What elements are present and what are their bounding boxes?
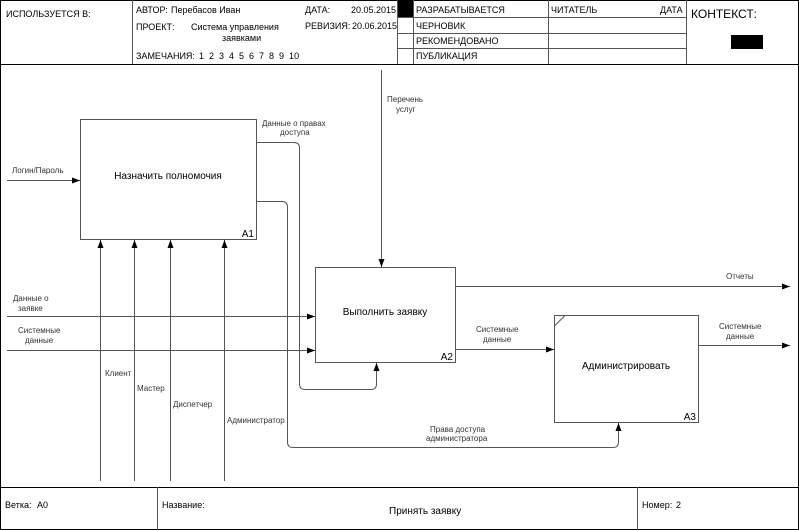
used-in-label: ИСПОЛЬЗУЕТСЯ В:	[6, 9, 91, 19]
status-marker	[398, 1, 413, 17]
arrow-access-data[interactable]	[256, 142, 380, 390]
project-value-line1: Система управления	[191, 22, 279, 32]
label-system-data-out-1: Системные	[719, 322, 762, 331]
block-a2[interactable]	[315, 267, 456, 363]
project-value-line2: заявками	[222, 33, 262, 43]
notes-label: ЗАМЕЧАНИЯ:	[136, 51, 195, 61]
label-master: Мастер	[137, 384, 165, 393]
branch-label: Ветка:	[5, 500, 32, 510]
branch-value: А0	[37, 500, 49, 510]
arrow-admin-rights[interactable]	[256, 201, 622, 448]
block-a1-title: Назначить полномочия	[114, 171, 222, 182]
label-administrator: Администратор	[227, 416, 285, 425]
block-a1-id: A1	[242, 229, 255, 240]
status-draft[interactable]: ЧЕРНОВИК	[416, 21, 466, 31]
label-request-data-1: Данные о	[13, 294, 49, 303]
label-system-data-in-2: данные	[25, 336, 54, 345]
block-a2-id: A2	[441, 352, 454, 363]
label-system-data-in-1: Системные	[18, 326, 61, 335]
label-client: Клиент	[105, 369, 132, 378]
context-label: КОНТЕКСТ:	[691, 7, 757, 21]
label-admin-rights-2: администратора	[426, 434, 488, 443]
number-label: Номер:	[642, 500, 673, 510]
label-access-data-2: доступа	[280, 128, 310, 137]
block-a1[interactable]	[80, 119, 257, 240]
author-value: Перебасов Иван	[171, 5, 241, 15]
block-a3[interactable]	[554, 315, 699, 423]
diagram-name: Принять заявку	[389, 506, 462, 517]
revision-value: 20.06.2015	[352, 21, 398, 31]
date-label: ДАТА:	[305, 5, 331, 15]
revision-label: РЕВИЗИЯ:	[305, 21, 351, 31]
label-dispatcher: Диспетчер	[173, 400, 213, 409]
context-box	[731, 35, 763, 49]
label-reports: Отчеты	[726, 272, 754, 281]
number-value: 2	[676, 500, 682, 510]
project-label: ПРОЕКТ:	[136, 22, 175, 32]
name-label: Название:	[162, 500, 205, 510]
label-services-1: Перечень	[387, 95, 423, 104]
block-a2-title: Выполнить заявку	[343, 307, 428, 318]
label-services-2: услуг	[396, 105, 416, 114]
status-publication[interactable]: ПУБЛИКАЦИЯ	[416, 51, 478, 61]
reader-date-label: ДАТА	[660, 5, 683, 15]
label-login: Логин/Пароль	[12, 166, 63, 175]
label-system-data-mid-1: Системные	[476, 325, 519, 334]
status-developing[interactable]: РАЗРАБАТЫВАЕТСЯ	[416, 5, 505, 15]
author-label: АВТОР:	[136, 5, 168, 15]
status-recommended[interactable]: РЕКОМЕНДОВАНО	[416, 36, 499, 46]
notes-numbers: 1 2 3 4 5 6 7 8 9 10	[199, 51, 300, 61]
label-admin-rights-1: Права доступа	[430, 425, 486, 434]
label-system-data-mid-2: данные	[483, 335, 512, 344]
reader-label: ЧИТАТЕЛЬ	[551, 5, 598, 15]
label-request-data-2: заявке	[18, 304, 43, 313]
label-access-data-1: Данные о правах	[262, 119, 326, 128]
label-system-data-out-2: данные	[726, 332, 755, 341]
date-value: 20.05.2015	[351, 5, 397, 15]
block-a3-title: Администрировать	[582, 361, 670, 372]
block-a3-corner-mark	[554, 315, 566, 327]
block-a3-id: A3	[684, 412, 697, 423]
